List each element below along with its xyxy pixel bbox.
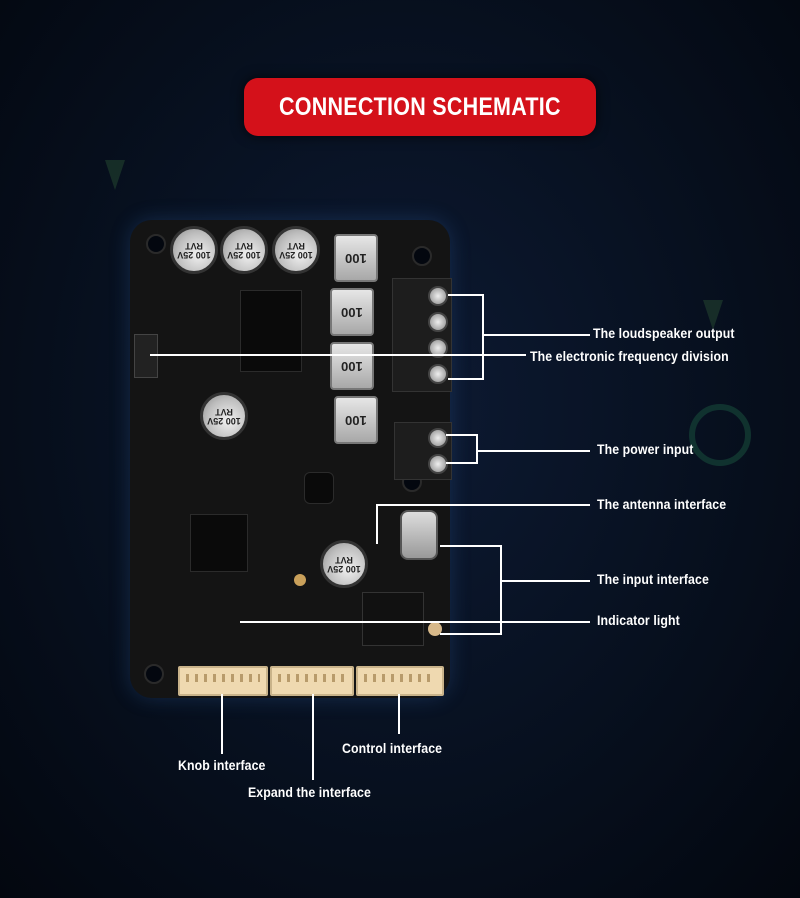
callout-line: [312, 694, 314, 780]
inductor: 100: [334, 396, 378, 444]
usb-c-port: [400, 510, 438, 560]
knob-connector: [178, 666, 268, 696]
label-antenna-interface: The antenna interface: [597, 496, 727, 512]
background-arrow-icon: [703, 300, 723, 330]
external-connector: [270, 666, 354, 696]
indicator-led: [428, 622, 442, 636]
control-panel-connector: [356, 666, 444, 696]
screw-icon: [428, 364, 448, 384]
background-ring-icon: [689, 404, 751, 466]
callout-line: [446, 434, 478, 436]
callout-line: [500, 545, 502, 635]
screw-icon: [428, 286, 448, 306]
callout-line: [482, 294, 484, 380]
screw-icon: [428, 338, 448, 358]
callout-line: [482, 334, 590, 336]
background-arrow-icon: [105, 160, 125, 190]
antenna-connector: [294, 574, 306, 586]
inductor-small: [304, 472, 334, 504]
label-expand-interface: Expand the interface: [248, 784, 371, 800]
inductor: 100: [334, 234, 378, 282]
aux-jack: [362, 592, 424, 646]
bluetooth-chip: [190, 514, 248, 572]
callout-line: [240, 621, 590, 623]
callout-line: [221, 694, 223, 754]
callout-line: [448, 378, 484, 380]
amplifier-chip: [240, 290, 302, 372]
callout-line: [476, 434, 478, 464]
callout-line: [446, 462, 478, 464]
callout-line: [376, 504, 378, 544]
label-frequency-division: The electronic frequency division: [530, 348, 729, 364]
callout-line: [448, 294, 484, 296]
callout-line: [398, 694, 400, 734]
capacitor: 100 25V RVT: [170, 226, 218, 274]
callout-line: [440, 633, 502, 635]
label-loudspeaker-output: The loudspeaker output: [593, 325, 735, 341]
mounting-hole: [412, 246, 432, 266]
slide-switch: [134, 334, 158, 378]
title-banner: CONNECTION SCHEMATIC: [244, 78, 596, 136]
capacitor: 100 25V RVT: [320, 540, 368, 588]
screw-icon: [428, 454, 448, 474]
label-input-interface: The input interface: [597, 571, 709, 587]
label-indicator-light: Indicator light: [597, 612, 680, 628]
inductor: 100: [330, 342, 374, 390]
capacitor: 100 25V RVT: [200, 392, 248, 440]
callout-line: [500, 580, 590, 582]
label-knob-interface: Knob interface: [178, 757, 266, 773]
mounting-hole: [146, 234, 166, 254]
callout-line: [376, 504, 590, 506]
screw-icon: [428, 428, 448, 448]
screw-icon: [428, 312, 448, 332]
amplifier-board: 100 25V RVT 100 25V RVT 100 25V RVT 100 …: [130, 220, 452, 698]
capacitor: 100 25V RVT: [220, 226, 268, 274]
callout-line: [150, 354, 526, 356]
capacitor: 100 25V RVT: [272, 226, 320, 274]
label-control-interface: Control interface: [342, 740, 443, 756]
mounting-hole: [144, 664, 164, 684]
inductor: 100: [330, 288, 374, 336]
label-power-input: The power input: [597, 441, 694, 457]
title-text: CONNECTION SCHEMATIC: [279, 92, 561, 121]
callout-line: [476, 450, 590, 452]
callout-line: [440, 545, 502, 547]
